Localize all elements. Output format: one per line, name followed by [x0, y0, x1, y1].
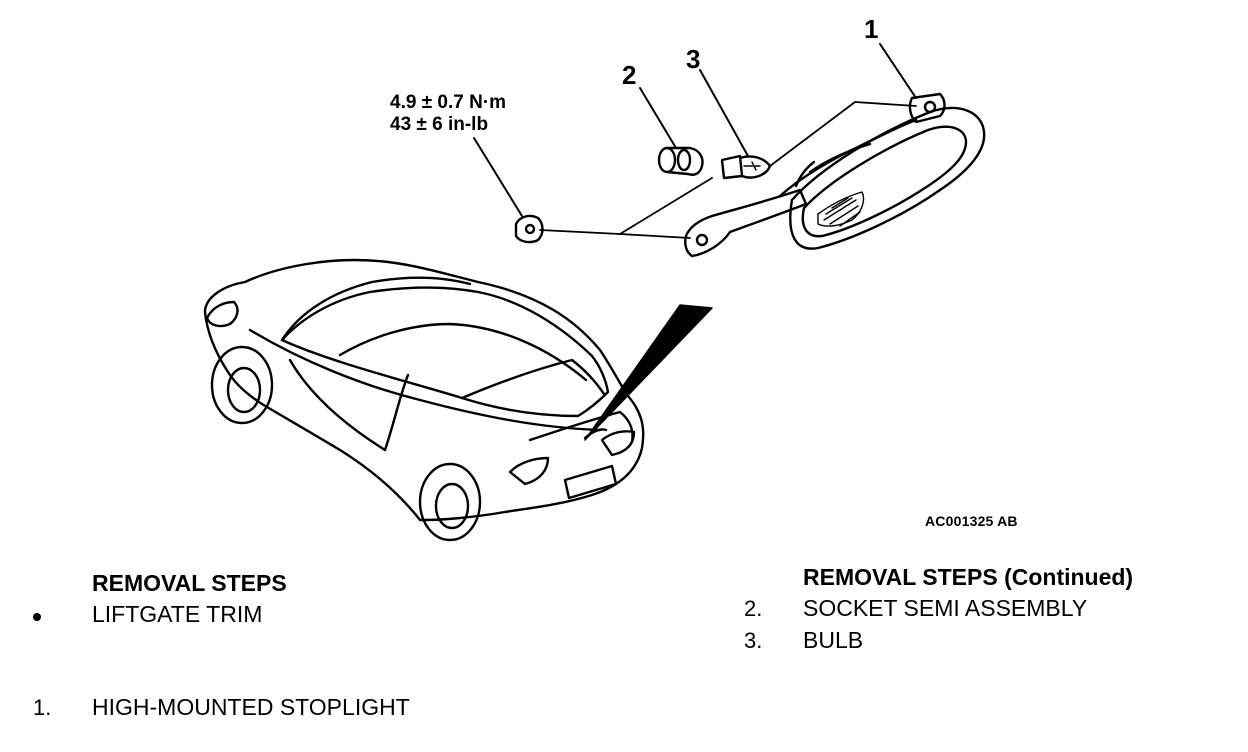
step-number-2: 2. — [744, 596, 763, 621]
car-front-wheel-hub — [226, 366, 262, 414]
car-taillight-right — [600, 430, 636, 457]
car-illustration — [203, 258, 645, 542]
step-socket-semi-assembly: SOCKET SEMI ASSEMBLY — [803, 595, 1088, 621]
nut-part — [514, 214, 544, 244]
nut-body — [514, 214, 544, 244]
car-door-line — [288, 358, 410, 452]
figure-id: AC001325 AB — [925, 513, 1018, 529]
car-side-crease — [248, 328, 602, 432]
exploded-diagram — [203, 43, 986, 542]
car-trunk-lid — [528, 410, 634, 444]
car-windshield — [280, 276, 472, 342]
car-rear-window — [460, 358, 606, 400]
nut-hole — [524, 223, 536, 235]
assembly-line-nut-socket — [619, 177, 713, 235]
assembly-lines — [539, 101, 917, 239]
step-liftgate-trim: LIFTGATE TRIM — [92, 601, 263, 627]
car-roof-line — [338, 322, 588, 382]
car-taillight-left — [508, 456, 550, 486]
step-number-1: 1. — [33, 695, 52, 720]
socket-flange — [657, 146, 677, 174]
car-headlight — [205, 300, 239, 328]
leader-lines — [473, 43, 917, 217]
car-rear-wheel-hub — [434, 482, 470, 530]
socket-body — [665, 146, 704, 176]
stoplight-lens — [817, 191, 865, 227]
stoplight-arm-top — [778, 118, 918, 198]
stoplight-bracket-lower — [684, 188, 808, 258]
leader-torque — [473, 137, 523, 217]
callout-2: 2 — [622, 60, 637, 90]
bulb-filament — [743, 161, 761, 171]
step-high-mounted-stoplight: HIGH-MOUNTED STOPLIGHT — [92, 694, 410, 720]
car-front-wheel — [210, 345, 274, 425]
assembly-line-nut-bracket — [539, 229, 691, 239]
torque-metric: 4.9 ± 0.7 N·m — [390, 92, 507, 113]
torque-imperial: 43 ± 6 in-lb — [390, 114, 489, 135]
bulb-part — [720, 154, 772, 180]
torque-spec: 4.9 ± 0.7 N·m 43 ± 6 in-lb — [390, 92, 506, 136]
step-bulb: BULB — [803, 627, 864, 653]
removal-steps-heading: REMOVAL STEPS — [92, 570, 287, 596]
socket-part — [657, 146, 704, 176]
leader-1 — [879, 43, 917, 99]
bracket-hole-lower — [695, 233, 709, 247]
removal-steps-continued-heading: REMOVAL STEPS (Continued) — [803, 564, 1134, 590]
car-body-outline — [203, 258, 645, 522]
socket-ring — [676, 148, 692, 172]
assembly-line-bulb-housing — [769, 101, 917, 167]
step-number-3: 3. — [744, 628, 763, 653]
callout-3: 3 — [686, 44, 701, 74]
callout-1: 1 — [864, 14, 879, 44]
car-license-plate — [563, 464, 618, 500]
leader-3 — [699, 69, 749, 157]
car-rear-wheel — [418, 462, 482, 542]
bulb-base — [720, 154, 744, 180]
step-bullet — [33, 613, 41, 621]
stoplight-housing-inner — [801, 125, 968, 238]
location-pointer — [584, 304, 713, 441]
car-cabin — [280, 286, 610, 418]
leader-2 — [639, 87, 677, 149]
